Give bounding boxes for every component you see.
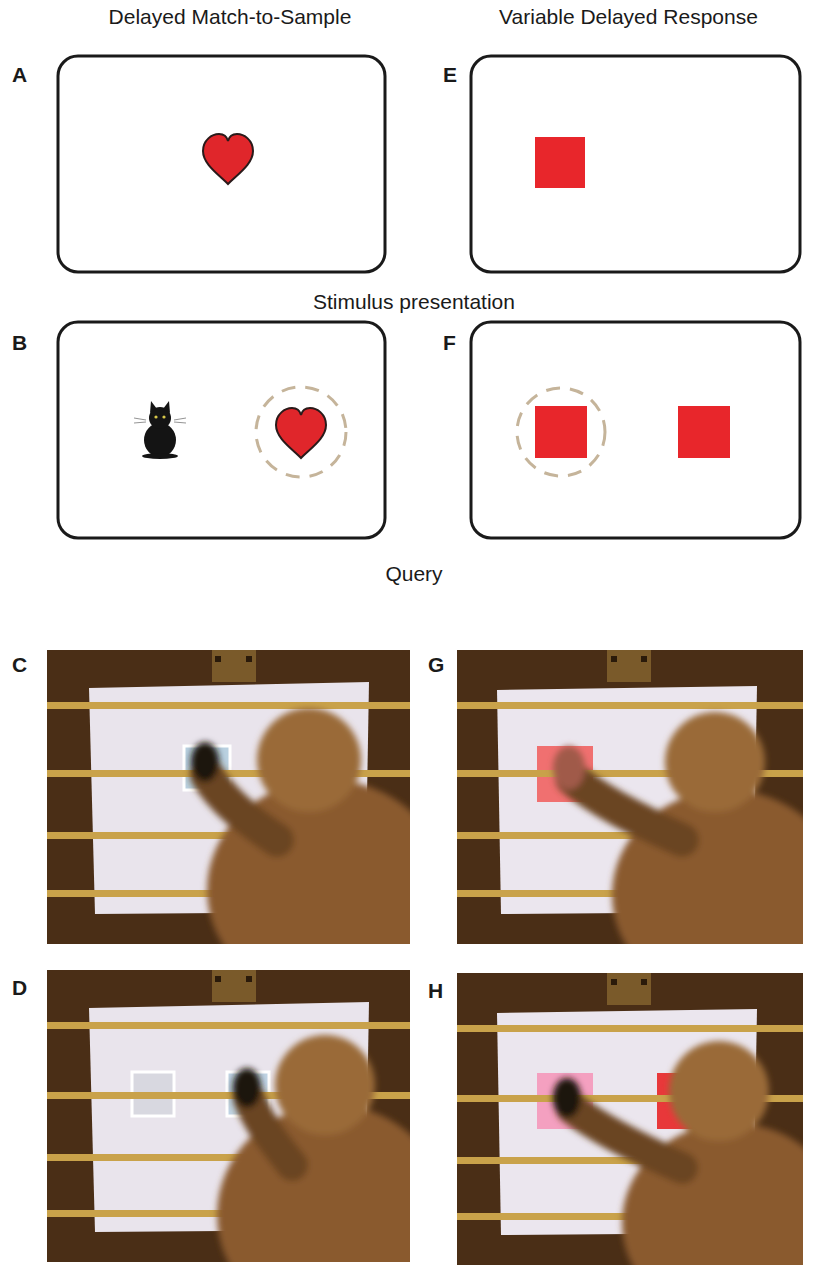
choice-ring (256, 387, 346, 477)
column-title: Variable Delayed Response (430, 4, 827, 29)
photo-monkey (47, 970, 410, 1262)
panel-letter: D (12, 975, 27, 1000)
panel-letter: E (443, 62, 457, 87)
red-square (535, 137, 585, 188)
choice-ring (517, 388, 605, 476)
panel-letter: G (428, 652, 444, 677)
heart-match (276, 408, 326, 458)
panel-letter: A (12, 62, 27, 87)
photo-monkey (47, 650, 410, 944)
panel-letter: H (428, 978, 443, 1003)
panel-frames (58, 56, 800, 538)
photo-monkey (457, 650, 803, 944)
photo-monkey (457, 973, 803, 1265)
panel-letter: C (12, 652, 27, 677)
cat-distractor (134, 401, 186, 459)
heart-sample (203, 134, 253, 184)
panel-letter: B (12, 330, 27, 355)
row-title: Stimulus presentation (164, 289, 664, 314)
row-title: Query (264, 561, 564, 586)
column-title: Delayed Match-to-Sample (20, 4, 440, 29)
panel-letter: F (443, 330, 456, 355)
red-square (535, 406, 587, 458)
red-square (678, 406, 730, 458)
